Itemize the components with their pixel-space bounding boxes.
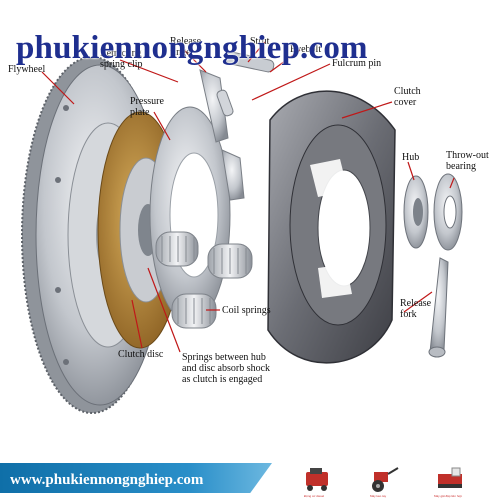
label-coil-springs: Coil springs <box>222 305 271 316</box>
footer-banner: www.phukiennongnghiep.com <box>0 463 272 493</box>
thumb-diesel-engine[interactable]: Động cơ diesel <box>300 464 334 498</box>
footer-url[interactable]: www.phukiennongnghiep.com <box>10 472 204 488</box>
label-clutch-cover: Clutch cover <box>394 86 421 108</box>
label-fulcrum-pin: Fulcrum pin <box>332 58 382 69</box>
label-pressure-plate: Pressure plate <box>130 96 164 118</box>
release-fork <box>428 257 449 358</box>
label-release-fork: Release fork <box>400 298 432 320</box>
thumb-caption: Máy gặt đập liên hợp <box>434 494 463 498</box>
diesel-engine-icon <box>306 468 328 491</box>
hand-tractor-icon <box>372 467 399 492</box>
combine-harvester-icon <box>438 467 462 488</box>
thumb-hand-tractor[interactable]: Máy kéo tay <box>366 464 400 498</box>
label-retracting-spring-clip: Retracting spring clip <box>100 48 143 70</box>
label-springs-note: Springs between hub and disc absorb shoc… <box>182 352 271 385</box>
throw-out-bearing <box>433 173 463 251</box>
footer: www.phukiennongnghiep.com Động cơ diesel… <box>0 460 500 500</box>
label-hub: Hub <box>402 152 420 163</box>
label-strut: Strut <box>250 36 270 47</box>
leader-lines <box>41 41 455 353</box>
label-flywheel: Flywheel <box>8 64 46 75</box>
release-fingers <box>199 51 275 201</box>
label-throw-out-bearing: Throw-out bearing <box>446 150 489 172</box>
thumb-combine-harvester[interactable]: Máy gặt đập liên hợp <box>434 464 468 498</box>
thumb-caption: Máy kéo tay <box>370 494 387 498</box>
hub <box>403 175 429 249</box>
clutch-cover <box>267 90 396 364</box>
watermark: phukiennongnghiep.com <box>16 30 368 66</box>
label-clutch-disc: Clutch disc <box>118 349 164 360</box>
thumb-caption: Động cơ diesel <box>304 494 325 498</box>
label-release-finger: Release finger <box>170 36 202 58</box>
coil-springs <box>155 231 253 329</box>
label-eyebolt: Eyebolt <box>290 44 322 55</box>
